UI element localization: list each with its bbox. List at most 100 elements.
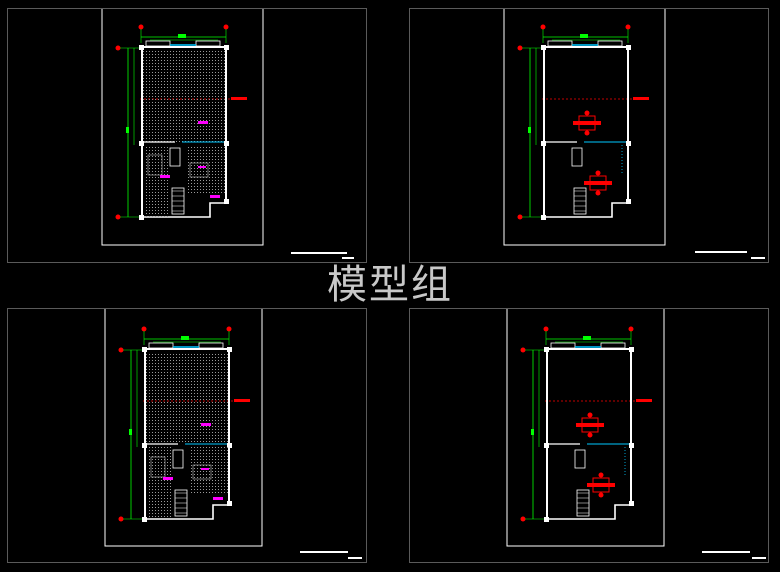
scale-bar-tick: [752, 557, 766, 559]
axis-marker: [226, 326, 232, 332]
sheet-frame: [506, 309, 665, 547]
floor-plan-drawing: [101, 9, 354, 259]
dimension-text-left: [531, 429, 534, 435]
column: [626, 199, 631, 204]
floor-hatch: [143, 50, 225, 142]
column: [629, 347, 634, 352]
window-top-left: [145, 40, 171, 47]
marker-cluster: [584, 181, 612, 185]
column: [224, 45, 229, 50]
marker-cluster: [589, 175, 607, 191]
column: [142, 517, 147, 522]
dimension-text-top: [181, 336, 189, 340]
marker-cluster: [587, 412, 593, 418]
table: [192, 464, 212, 480]
axis-marker: [517, 214, 523, 220]
label-block: [163, 477, 173, 480]
section-label: [234, 399, 250, 402]
axis-marker: [625, 24, 631, 30]
column: [227, 347, 232, 352]
furniture-block: [189, 447, 229, 495]
marker-cluster: [595, 190, 601, 196]
drawing-title: 模型组: [327, 262, 453, 308]
axis-marker: [118, 347, 124, 353]
column: [142, 443, 147, 448]
window-top-right: [198, 342, 224, 349]
column: [227, 443, 232, 448]
section-label: [231, 97, 247, 100]
scale-bar: [291, 252, 347, 254]
bath-fixture: [172, 449, 184, 469]
column: [541, 215, 546, 220]
furniture-block: [144, 145, 170, 217]
viewport-2[interactable]: [409, 8, 769, 263]
section-label: [633, 97, 649, 100]
scale-bar: [702, 551, 750, 553]
column: [626, 45, 631, 50]
scale-bar-tick: [342, 257, 354, 259]
viewport-4[interactable]: [409, 308, 769, 563]
dimension-text-top: [178, 34, 186, 38]
floor-hatch: [146, 352, 228, 444]
axis-marker: [115, 45, 121, 51]
label-block: [160, 175, 170, 178]
dimension-text-left: [126, 127, 129, 133]
scale-bar-tick: [348, 557, 362, 559]
column: [544, 443, 549, 448]
label-block: [201, 468, 209, 470]
sheet-frame: [101, 9, 264, 246]
dimension-text-top: [583, 336, 591, 340]
column: [142, 347, 147, 352]
marker-cluster: [576, 423, 604, 427]
marker-cluster: [598, 492, 604, 498]
dimension-text-left: [528, 127, 531, 133]
axis-marker: [517, 45, 523, 51]
marker-cluster: [587, 483, 615, 487]
marker-cluster: [584, 110, 590, 116]
scale-bar: [300, 551, 348, 553]
axis-marker: [520, 347, 526, 353]
column: [227, 501, 232, 506]
axis-marker: [141, 326, 147, 332]
axis-marker: [543, 326, 549, 332]
marker-cluster: [573, 121, 601, 125]
window-top-right: [195, 40, 221, 47]
bath-fixture: [571, 147, 583, 167]
furniture-block: [147, 447, 173, 519]
column: [139, 215, 144, 220]
marker-cluster: [595, 170, 601, 176]
label-block: [198, 121, 208, 124]
column: [626, 141, 631, 146]
marker-cluster: [587, 432, 593, 438]
viewport-1[interactable]: [7, 8, 367, 263]
column: [629, 501, 634, 506]
column: [541, 45, 546, 50]
bath-fixture: [169, 147, 181, 167]
window-top-left: [148, 342, 174, 349]
cabinet: [147, 154, 163, 176]
floor-plan-drawing: [506, 309, 766, 559]
window-top-left: [550, 342, 576, 349]
section-label: [636, 399, 652, 402]
window-top-left: [547, 40, 573, 47]
axis-marker: [118, 516, 124, 522]
dimension-text-top: [580, 34, 588, 38]
column: [544, 517, 549, 522]
dimension-text-left: [129, 429, 132, 435]
marker-cluster: [581, 417, 599, 433]
label-block: [198, 166, 206, 168]
scale-bar: [695, 251, 747, 253]
column: [139, 141, 144, 146]
viewport-3[interactable]: [7, 308, 367, 563]
marker-cluster: [592, 477, 610, 493]
label-block: [210, 195, 220, 198]
axis-marker: [138, 24, 144, 30]
marker-cluster: [584, 130, 590, 136]
marker-cluster: [578, 115, 596, 131]
window-top-right: [597, 40, 623, 47]
marker-cluster: [598, 472, 604, 478]
axis-marker: [223, 24, 229, 30]
column: [629, 443, 634, 448]
column: [224, 141, 229, 146]
axis-marker: [628, 326, 634, 332]
